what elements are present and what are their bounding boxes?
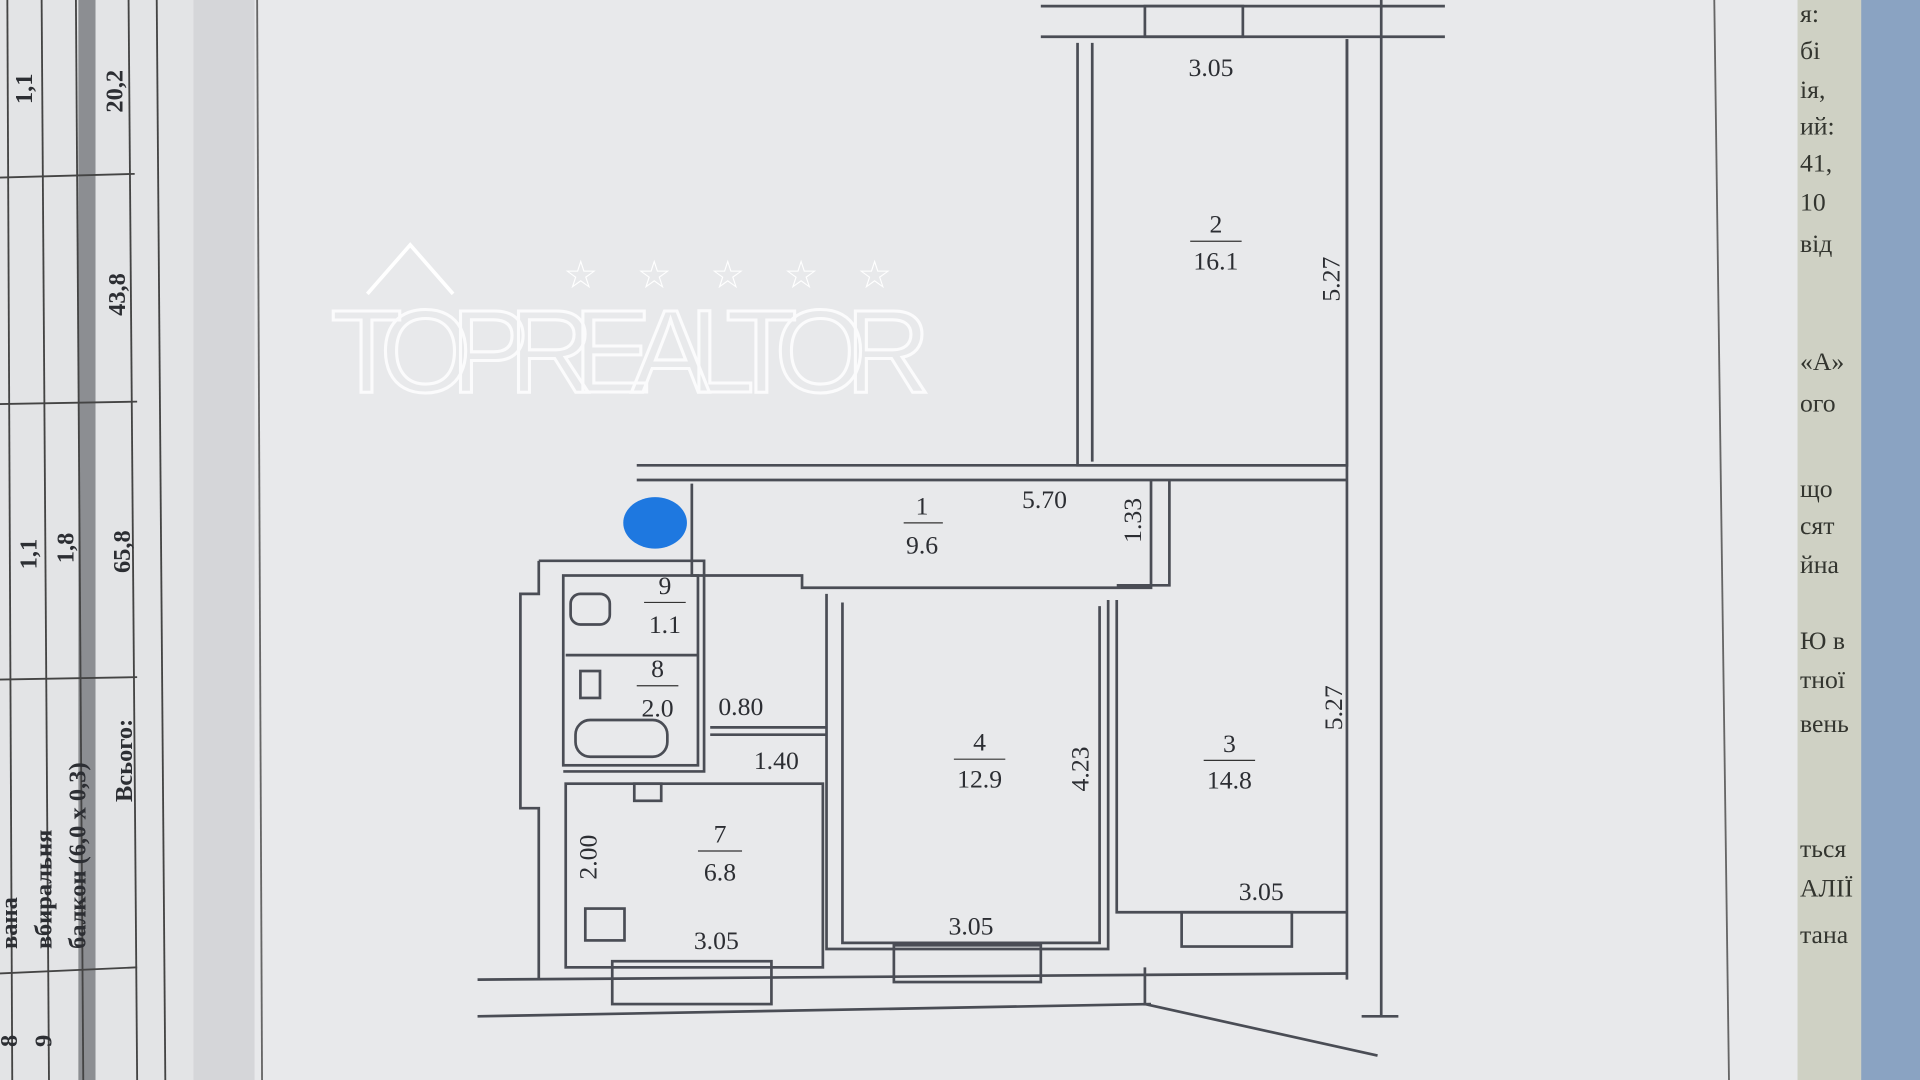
- top-value: 1,1: [11, 73, 38, 104]
- table-text: вана вбиральня балкон (6,0 х 0,3) 8 9 1,…: [0, 70, 138, 1047]
- page-fold: [193, 0, 255, 1080]
- certificate-fragment: Ю в: [1800, 626, 1845, 655]
- row-9-area: 1,1: [16, 539, 43, 570]
- room-8-number: 8: [651, 654, 664, 683]
- certificate-fragment: що: [1800, 474, 1833, 503]
- certificate-fragment: йна: [1800, 550, 1840, 579]
- dimension-label: 2.00: [573, 835, 602, 880]
- blue-marker: [623, 497, 687, 549]
- star-icon: ☆: [637, 254, 672, 297]
- certificate-fragment: вень: [1800, 709, 1849, 738]
- row-balcony-name: балкон (6,0 х 0,3): [65, 762, 92, 949]
- room-2-number: 2: [1209, 210, 1222, 239]
- row-8-name: вана: [0, 897, 23, 949]
- row-balcony-area: 1,8: [52, 533, 79, 564]
- living-area: 43,8: [104, 273, 131, 316]
- star-icon: ☆: [563, 254, 598, 297]
- certificate-text: я: бі ія, ий: 41, 10 від «А» ого що сят йна Ю в тної в…: [1800, 0, 1853, 949]
- room-3-area: 14.8: [1207, 766, 1252, 795]
- dimension-label: 5.27: [1317, 257, 1346, 302]
- table-dark-band: [78, 0, 96, 1080]
- dimension-label: 3.05: [694, 926, 739, 955]
- auxiliary-area: 20,2: [101, 70, 128, 113]
- room-9-number: 9: [658, 571, 671, 600]
- certificate-fragment: ія,: [1800, 75, 1825, 104]
- room-1-area: 9.6: [906, 530, 938, 559]
- star-icon: ☆: [857, 254, 892, 297]
- room-1-number: 1: [916, 491, 929, 520]
- total-area: 65,8: [109, 530, 136, 573]
- table-lines: [0, 0, 167, 1080]
- room-4-area: 12.9: [957, 764, 1002, 793]
- dimension-label: 4.23: [1066, 746, 1095, 791]
- dimension-label: 3.05: [1239, 877, 1284, 906]
- room-labels: 1 9.6 2 16.1 3 14.8 4 12.9 7 6.8 8 2.0 9 1.1: [636, 210, 1256, 886]
- certificate-fragment: 41,: [1800, 148, 1832, 177]
- certificate-fragment: ий:: [1800, 112, 1835, 141]
- room-8-area: 2.0: [641, 693, 673, 722]
- plan-sheet: [254, 0, 1798, 1080]
- dimension-label: 1.33: [1118, 498, 1147, 543]
- dimensions: 3.05 5.27 5.70 1.33 5.27 3.05 4.23 3.05 …: [573, 53, 1348, 955]
- room-7-number: 7: [714, 819, 727, 848]
- room-2-area: 16.1: [1193, 246, 1238, 275]
- certificate-fragment: бі: [1800, 36, 1820, 65]
- dimension-label: 5.70: [1022, 485, 1067, 514]
- certificate-fragment: від: [1800, 229, 1832, 258]
- row-8-num: 8: [0, 1035, 23, 1047]
- certificate-fragment: я:: [1800, 0, 1819, 28]
- star-icon: ☆: [710, 254, 745, 297]
- row-9-name: вбиральня: [30, 830, 57, 949]
- dimension-label: 5.27: [1319, 685, 1348, 730]
- walls: [477, 0, 1445, 1057]
- certificate-ribbon: [1861, 0, 1920, 1080]
- dimension-label: 3.05: [1189, 53, 1234, 82]
- certificate-fragment: тана: [1800, 920, 1849, 949]
- total-label: Всього:: [111, 719, 138, 802]
- certificate-page: [1797, 0, 1872, 1080]
- certificate-fragment: ться: [1800, 834, 1846, 863]
- certificate-fragment: 10: [1800, 188, 1826, 217]
- watermark-text: TOPREALTOR: [331, 286, 931, 417]
- certificate-fragment: тної: [1800, 665, 1846, 694]
- certificate-fragment: сят: [1800, 511, 1834, 540]
- certificate-fragment: АЛІЇ: [1800, 873, 1853, 902]
- certificate-fragment: ого: [1800, 388, 1836, 417]
- star-icon: ☆: [784, 254, 819, 297]
- dimension-label: 1.40: [754, 746, 799, 775]
- dimension-label: 0.80: [718, 692, 763, 721]
- room-3-number: 3: [1223, 729, 1236, 758]
- room-4-number: 4: [973, 728, 986, 757]
- room-7-area: 6.8: [704, 857, 736, 886]
- dimension-label: 3.05: [949, 911, 994, 940]
- row-9-num: 9: [30, 1035, 57, 1047]
- certificate-fragment: «А»: [1800, 347, 1844, 376]
- watermark: TOPREALTOR ☆ ☆ ☆ ☆ ☆: [329, 242, 932, 418]
- room-9-area: 1.1: [649, 610, 681, 639]
